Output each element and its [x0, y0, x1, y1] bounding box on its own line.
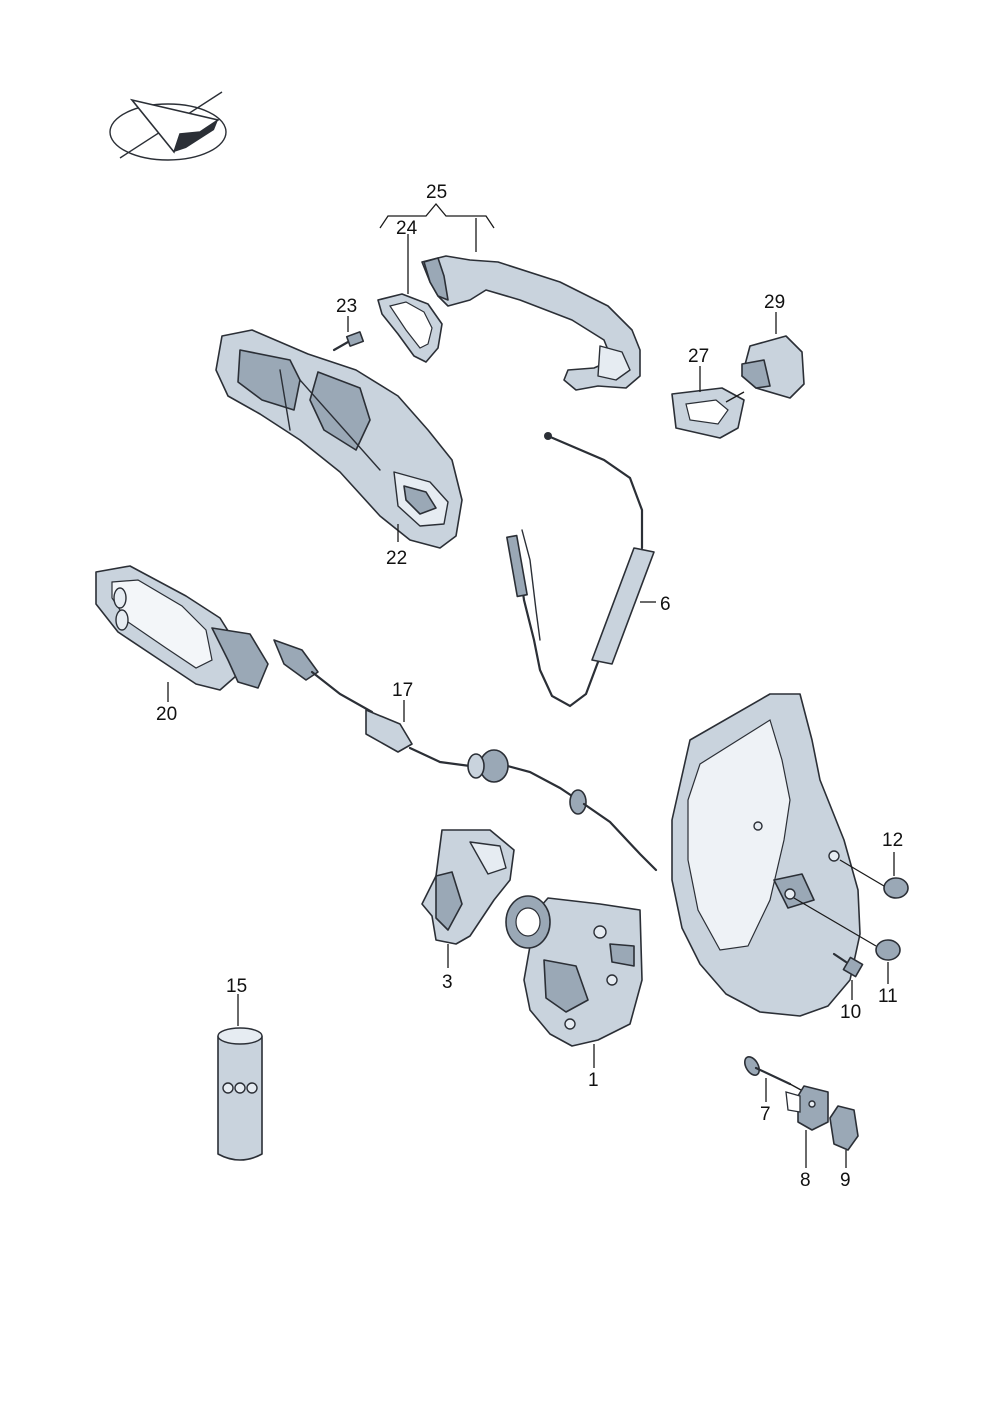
bracket-25 [379, 202, 495, 252]
callout-6: 6 [660, 594, 671, 615]
part-25-exterior-handle [421, 255, 641, 391]
door-inner-panel [671, 693, 861, 1017]
part-12-plug [839, 859, 909, 899]
part-9-gasket [829, 1105, 859, 1151]
callout-20: 20 [156, 704, 177, 725]
callout-9: 9 [840, 1170, 851, 1191]
part-8-striker [785, 1085, 829, 1131]
callout-10: 10 [840, 1002, 861, 1023]
callout-27: 27 [688, 346, 709, 367]
callout-25: 25 [426, 182, 447, 203]
callout-22: 22 [386, 548, 407, 569]
callout-3: 3 [442, 972, 453, 993]
part-15-aerosol-can [217, 1027, 263, 1161]
leader-lines [167, 234, 895, 1168]
callout-23: 23 [336, 296, 357, 317]
part-17-cable [273, 639, 658, 872]
callout-labels: 25 24 23 29 27 22 6 20 17 12 3 11 10 15 … [156, 182, 903, 1191]
part-10-bolt [832, 952, 864, 978]
vehicle-orientation-arrow-icon [109, 91, 227, 161]
callout-8: 8 [800, 1170, 811, 1191]
part-20-interior-handle [95, 565, 269, 691]
part-29-cap [741, 335, 805, 399]
callout-17: 17 [392, 680, 413, 701]
callout-1: 1 [588, 1070, 599, 1091]
callout-12: 12 [882, 830, 903, 851]
callout-24: 24 [396, 218, 418, 239]
part-27-gasket [671, 387, 745, 439]
callout-29: 29 [764, 292, 785, 313]
part-6-cable [506, 432, 655, 708]
part-1-door-lock [505, 895, 643, 1047]
part-11-nut [793, 897, 901, 961]
part-23-screw [332, 331, 365, 352]
part-22-handle-carrier [215, 329, 463, 549]
part-3-cover [421, 829, 515, 945]
callout-15: 15 [226, 976, 247, 997]
callout-7: 7 [760, 1104, 771, 1125]
callout-11: 11 [878, 986, 898, 1007]
part-24-seal [377, 293, 443, 363]
